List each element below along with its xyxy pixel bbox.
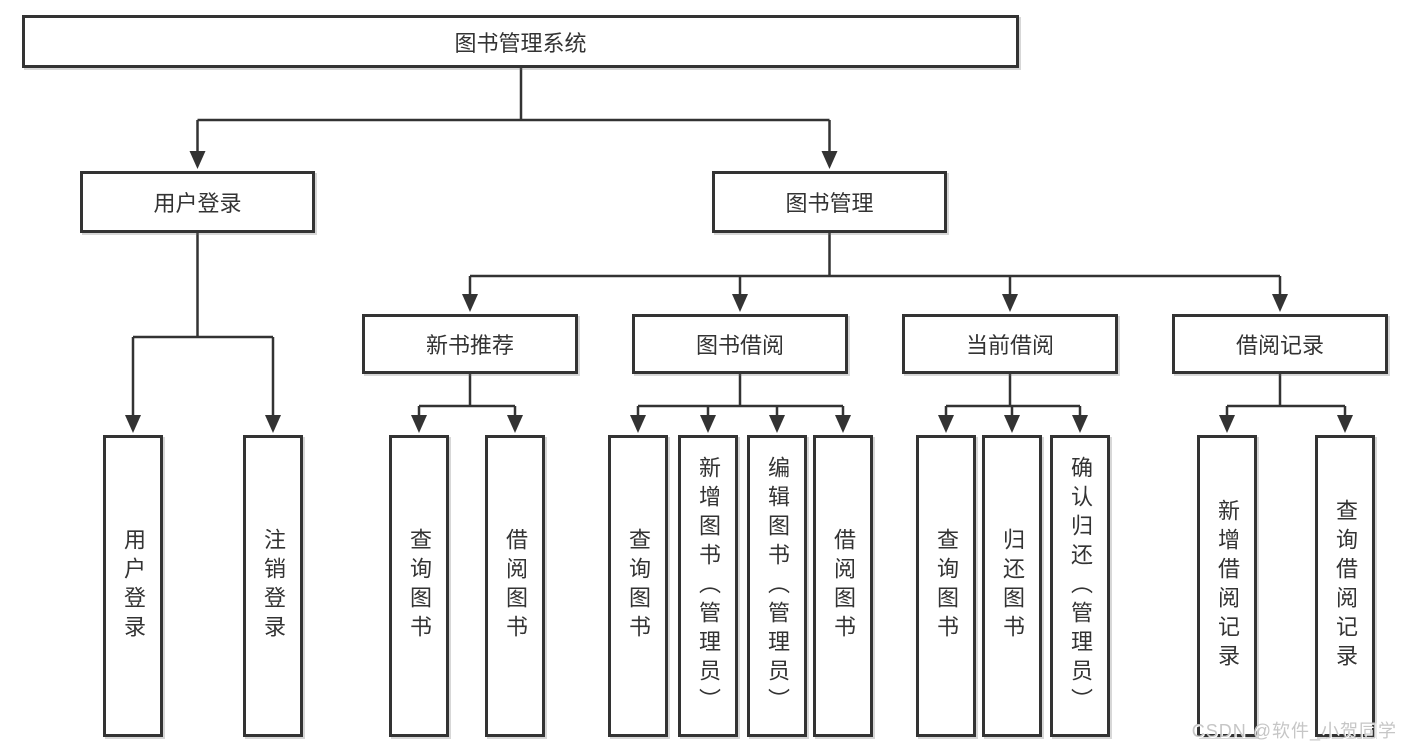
leaf-query-books-recommend-label: 查询图书 xyxy=(407,528,432,644)
leaf-query-books-current: 查询图书 xyxy=(916,435,976,737)
node-new-book-recommend-label: 新书推荐 xyxy=(425,333,514,358)
node-current-borrow: 当前借阅 xyxy=(902,314,1118,374)
leaf-add-book-admin-label: 新增图书（管理员） xyxy=(696,455,721,717)
leaf-borrow-books-recommend: 借阅图书 xyxy=(485,435,545,737)
leaf-add-borrow-record: 新增借阅记录 xyxy=(1197,435,1257,737)
node-book-management-label: 图书管理 xyxy=(785,191,874,216)
leaf-add-borrow-record-label: 新增借阅记录 xyxy=(1215,499,1240,673)
node-book-borrow-label: 图书借阅 xyxy=(695,333,784,358)
node-user-login: 用户登录 xyxy=(80,171,315,233)
node-library-system: 图书管理系统 xyxy=(22,15,1019,68)
leaf-confirm-return-admin: 确认归还（管理员） xyxy=(1050,435,1110,737)
leaf-query-books-current-label: 查询图书 xyxy=(934,528,959,644)
leaf-user-login-label: 用户登录 xyxy=(121,528,146,644)
node-new-book-recommend: 新书推荐 xyxy=(362,314,578,374)
leaf-add-book-admin: 新增图书（管理员） xyxy=(678,435,738,737)
leaf-borrow-books-label: 借阅图书 xyxy=(831,528,856,644)
leaf-borrow-books-recommend-label: 借阅图书 xyxy=(503,528,528,644)
node-book-borrow: 图书借阅 xyxy=(632,314,848,374)
node-borrow-records-label: 借阅记录 xyxy=(1235,333,1324,358)
node-borrow-records: 借阅记录 xyxy=(1172,314,1388,374)
leaf-confirm-return-admin-label: 确认归还（管理员） xyxy=(1068,455,1093,717)
leaf-borrow-books: 借阅图书 xyxy=(813,435,873,737)
leaf-query-books-recommend: 查询图书 xyxy=(389,435,449,737)
leaf-logout-label: 注销登录 xyxy=(261,528,286,644)
leaf-return-book-label: 归还图书 xyxy=(1000,528,1025,644)
node-library-system-label: 图书管理系统 xyxy=(454,30,587,56)
leaf-user-login: 用户登录 xyxy=(103,435,163,737)
leaf-query-books-borrow-label: 查询图书 xyxy=(626,528,651,644)
leaf-return-book: 归还图书 xyxy=(982,435,1042,737)
leaf-query-borrow-record: 查询借阅记录 xyxy=(1315,435,1375,737)
leaf-query-borrow-record-label: 查询借阅记录 xyxy=(1333,499,1358,673)
leaf-edit-book-admin: 编辑图书（管理员） xyxy=(747,435,807,737)
node-user-login-label: 用户登录 xyxy=(153,191,242,216)
node-current-borrow-label: 当前借阅 xyxy=(965,333,1054,358)
leaf-query-books-borrow: 查询图书 xyxy=(608,435,668,737)
node-book-management: 图书管理 xyxy=(712,171,947,233)
watermark: CSDN @软件_小贺同学 xyxy=(1191,721,1397,741)
leaf-logout: 注销登录 xyxy=(243,435,303,737)
leaf-edit-book-admin-label: 编辑图书（管理员） xyxy=(765,455,790,717)
